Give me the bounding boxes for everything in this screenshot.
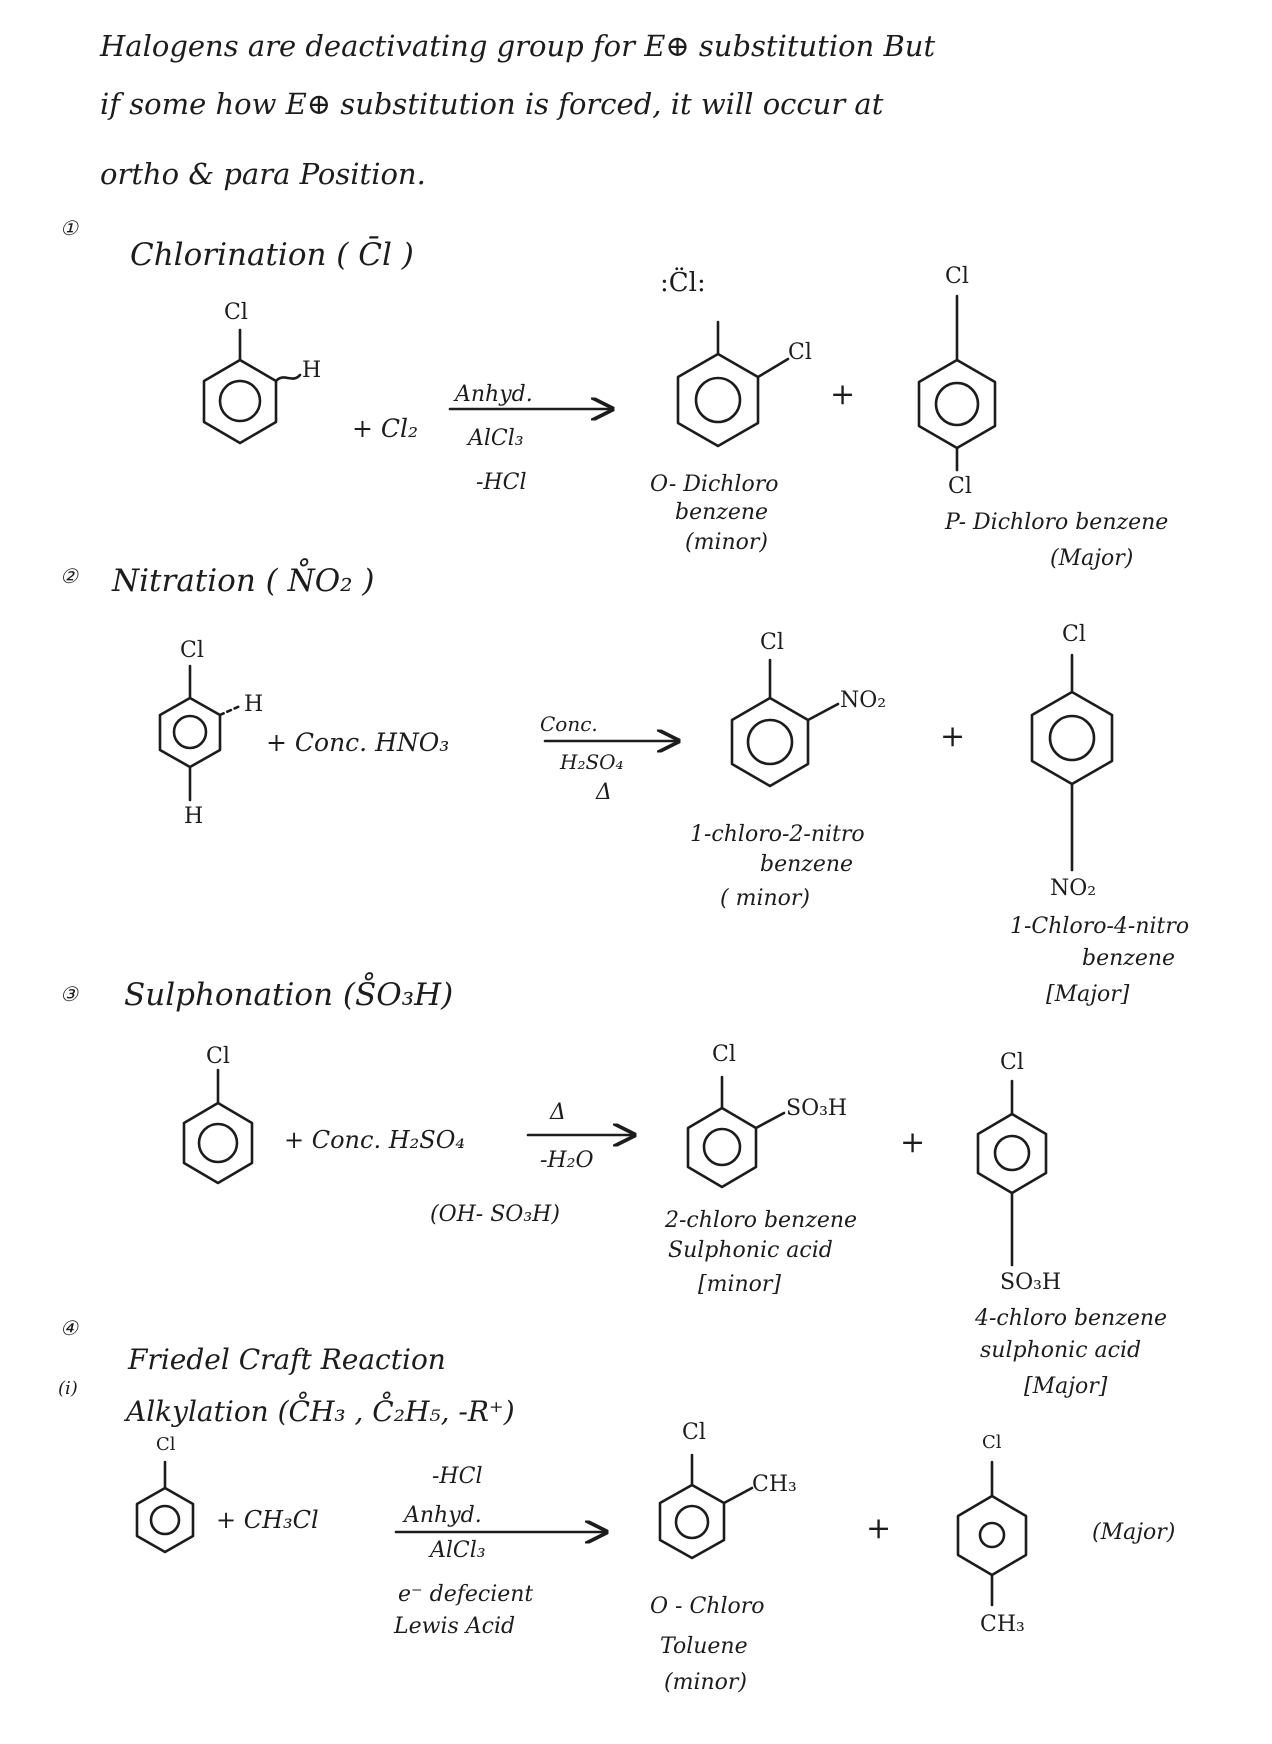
alkylation-reactant-cl: Cl — [156, 1434, 176, 1455]
o-dichloro-name-2: benzene — [675, 500, 769, 525]
1-chloro-4-nitrobenzene-ring — [1030, 653, 1114, 872]
sulpho-para-tag: [Major] — [1024, 1374, 1108, 1399]
2-chlorobenzenesulphonic-acid-ring — [686, 1075, 786, 1189]
sulphonation-reagent: + Conc. H₂SO₄ — [284, 1126, 465, 1154]
chlorination-reagent: + Cl₂ — [352, 414, 419, 443]
p-dichloro-top-cl: Cl — [945, 264, 969, 289]
chlorination-reactant-cl: Cl — [224, 300, 248, 325]
chlorination-catalyst-top: Anhyd. — [455, 382, 533, 407]
nitro-ortho-cl: Cl — [760, 630, 784, 655]
alkylation-reagent: + CH₃Cl — [216, 1506, 319, 1534]
chlorobenzene-reactant-ring-4 — [135, 1460, 195, 1554]
sulpho-para-so3h: SO₃H — [1000, 1270, 1062, 1295]
sulpho-ortho-tag: [minor] — [698, 1272, 781, 1297]
nitration-reactant-cl: Cl — [180, 638, 204, 663]
nitro-ortho-name-1: 1-chloro-2-nitro — [690, 822, 865, 847]
chlorination-title: Chlorination ( C̄l ) — [130, 237, 414, 273]
nitro-para-tag: [Major] — [1046, 982, 1130, 1007]
alkylation-title: Alkylation (C̊H₃ , C̊₂H₅, -R⁺) — [126, 1395, 515, 1428]
chlorination-catalyst-bottom: AlCl₃ — [468, 426, 524, 451]
chlorobenzene-reactant-ring-3 — [182, 1068, 254, 1185]
p-dichlorobenzene-ring — [917, 294, 997, 472]
intro-line-1: Halogens are deactivating group for E⊕ s… — [100, 29, 936, 63]
alkyl-ortho-cl: Cl — [682, 1420, 706, 1445]
sulpho-ortho-name-1: 2-chloro benzene — [665, 1208, 858, 1233]
sulphonation-reactant-cl: Cl — [206, 1044, 230, 1069]
nitro-ortho-tag: ( minor) — [720, 886, 810, 911]
alkyl-ortho-name-2: Toluene — [660, 1634, 748, 1659]
o-dichloro-name-1: O- Dichloro — [650, 472, 779, 497]
nitration-catalyst-bottom: H₂SO₄ — [560, 750, 624, 774]
o-dichloro-ortho-cl: Cl — [788, 340, 812, 365]
p-chlorotoluene-ring — [956, 1460, 1028, 1607]
alkyl-para-ch3: CH₃ — [980, 1612, 1025, 1637]
lewis-acid-note-2: Lewis Acid — [394, 1614, 516, 1639]
sulphonation-title: Sulphonation (S̊O₃H) — [124, 977, 454, 1013]
nitration-reactant-h-bottom: H — [184, 804, 204, 829]
friedel-craft-marker: ④ — [60, 1316, 78, 1340]
sulphonation-plus: + — [900, 1125, 926, 1160]
alkyl-ortho-ch3: CH₃ — [752, 1472, 797, 1497]
alkyl-para-cl: Cl — [982, 1432, 1002, 1453]
nitration-title: Nitration ( N̊O₂ ) — [112, 563, 375, 599]
nitro-ortho-name-2: benzene — [760, 852, 854, 877]
alkylation-byproduct: -HCl — [432, 1464, 483, 1489]
alkyl-ortho-name-1: O - Chloro — [650, 1594, 765, 1619]
nitration-marker: ② — [60, 564, 78, 588]
alkylation-catalyst-bottom: AlCl₃ — [430, 1538, 486, 1563]
nitro-para-name-2: benzene — [1082, 946, 1176, 971]
nitro-para-name-1: 1-Chloro-4-nitro — [1010, 914, 1190, 939]
p-dichloro-tag: (Major) — [1050, 546, 1134, 571]
sulpho-ortho-name-2: Sulphonic acid — [668, 1238, 833, 1263]
intro-line-3: ortho & para Position. — [100, 157, 426, 191]
4-chlorobenzenesulphonic-acid-ring — [976, 1079, 1048, 1267]
sulphonation-byproduct: -H₂O — [540, 1148, 594, 1173]
sulphonation-heat: Δ — [550, 1100, 566, 1125]
alkylation-marker: (i) — [58, 1378, 78, 1399]
nitration-reactant-h: H — [244, 692, 264, 717]
chlorination-lone-pair-cl: :C̈l: — [660, 268, 706, 298]
sulpho-para-name-1: 4-chloro benzene — [975, 1306, 1168, 1331]
friedel-craft-title: Friedel Craft Reaction — [128, 1343, 446, 1376]
chlorobenzene-reactant-ring-2 — [158, 664, 242, 802]
nitro-para-no2: NO₂ — [1050, 876, 1097, 901]
nitration-catalyst-top: Conc. — [540, 712, 598, 736]
o-chlorotoluene-ring — [658, 1453, 754, 1560]
p-dichloro-name: P- Dichloro benzene — [945, 510, 1169, 535]
o-dichlorobenzene-ring — [676, 320, 790, 448]
alkylation-catalyst-top: Anhyd. — [404, 1503, 482, 1528]
sulphonation-marker: ③ — [60, 982, 78, 1006]
sulpho-para-cl: Cl — [1000, 1050, 1024, 1075]
1-chloro-2-nitrobenzene-ring — [730, 658, 840, 788]
intro-line-2: if some how E⊕ substitution is forced, i… — [100, 87, 884, 121]
chlorination-reactant-h: H — [302, 358, 322, 383]
nitro-para-cl: Cl — [1062, 622, 1086, 647]
alkylation-plus: + — [866, 1511, 892, 1546]
lewis-acid-note-1: e⁻ defecient — [398, 1582, 534, 1607]
nitro-ortho-no2: NO₂ — [840, 688, 887, 713]
chlorobenzene-reactant-ring — [202, 328, 302, 445]
chlorination-byproduct: -HCl — [476, 470, 527, 495]
p-dichloro-bottom-cl: Cl — [948, 474, 972, 499]
sulphonation-note: (OH- SO₃H) — [430, 1202, 560, 1227]
nitration-plus: + — [940, 719, 966, 754]
alkyl-para-tag: (Major) — [1092, 1520, 1176, 1545]
o-dichloro-tag: (minor) — [685, 530, 768, 555]
chlorination-marker: ① — [60, 216, 78, 240]
nitration-heat: Δ — [596, 780, 612, 805]
nitration-reagent: + Conc. HNO₃ — [266, 728, 450, 757]
sulpho-ortho-cl: Cl — [712, 1042, 736, 1067]
chlorination-plus: + — [830, 377, 856, 412]
sulpho-ortho-so3h: SO₃H — [786, 1096, 848, 1121]
sulpho-para-name-2: sulphonic acid — [980, 1338, 1142, 1363]
alkyl-ortho-tag: (minor) — [664, 1670, 747, 1695]
